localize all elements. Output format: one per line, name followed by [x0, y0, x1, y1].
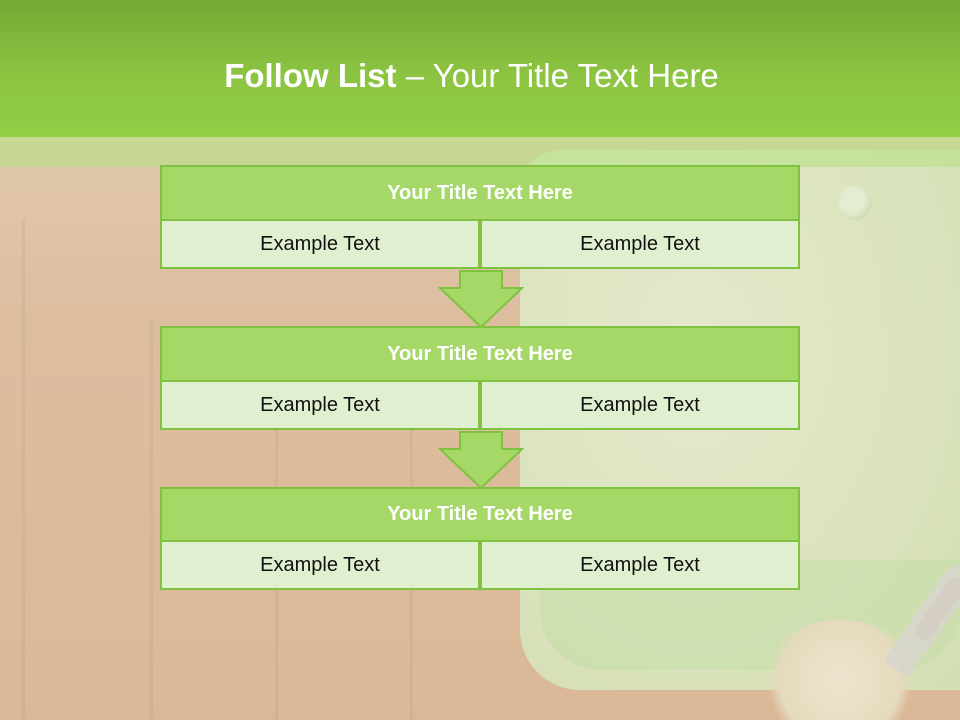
step-title: Your Title Text Here — [160, 165, 800, 221]
twine-ball — [760, 620, 920, 720]
step-cell-right: Example Text — [480, 221, 800, 269]
slide-title-rest: – Your Title Text Here — [396, 57, 719, 94]
slide-title-bold: Follow List — [224, 57, 397, 94]
down-arrow-icon — [438, 270, 524, 328]
plank-line — [22, 220, 25, 720]
watering-can-knob — [838, 186, 872, 220]
title-bar-strip — [0, 137, 960, 167]
step-block-2: Your Title Text Here Example Text Exampl… — [160, 326, 800, 430]
step-cell-right: Example Text — [480, 542, 800, 590]
step-title: Your Title Text Here — [160, 326, 800, 382]
step-cell-left: Example Text — [160, 382, 480, 430]
step-title: Your Title Text Here — [160, 487, 800, 542]
down-arrow-icon — [438, 431, 524, 489]
step-cell-left: Example Text — [160, 221, 480, 269]
plank-line — [150, 320, 153, 720]
step-cell-left: Example Text — [160, 542, 480, 590]
title-bar: Follow List – Your Title Text Here — [0, 0, 960, 137]
step-block-3: Your Title Text Here Example Text Exampl… — [160, 487, 800, 590]
step-block-1: Your Title Text Here Example Text Exampl… — [160, 165, 800, 269]
step-cell-right: Example Text — [480, 382, 800, 430]
slide-title: Follow List – Your Title Text Here — [0, 55, 943, 97]
